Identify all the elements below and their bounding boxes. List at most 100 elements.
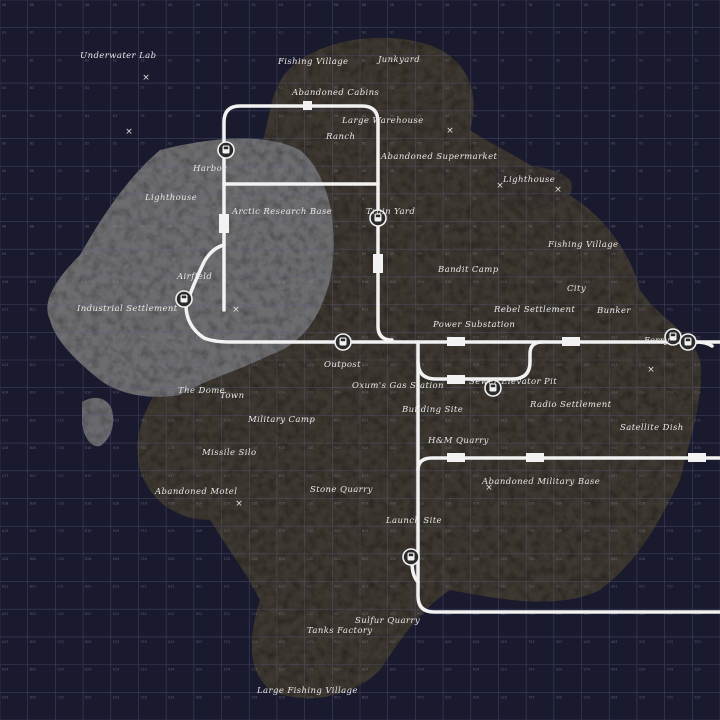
cross-marker-icon[interactable]: × [232,305,240,315]
cross-marker-icon[interactable]: × [446,126,454,136]
train-icon[interactable] [402,548,420,566]
location-label[interactable]: Oxum's Gas Station [352,381,444,391]
location-label[interactable]: Power Substation [432,320,515,330]
location-label[interactable]: Rebel Settlement [493,305,575,315]
train-icon[interactable] [369,209,387,227]
cross-marker-icon[interactable]: × [485,483,493,493]
location-label[interactable]: Large Warehouse [341,116,424,126]
location-label[interactable]: Sulfur Quarry [355,616,420,626]
grid-cell-label: X7 [639,197,643,201]
grid-cell-label: A18 [2,501,8,505]
grid-cell-label: O11 [390,308,396,312]
location-label[interactable]: Arctic Research Base [231,207,332,217]
location-label[interactable]: Abandoned Motel [154,487,237,497]
location-label[interactable]: Abandoned Military Base [481,477,600,487]
grid-cell-label: Y13 [667,363,673,367]
location-label[interactable]: Abandoned Supermarket [380,152,498,162]
location-label[interactable]: Radio Settlement [529,400,612,410]
train-icon-window [181,295,187,299]
cross-marker-icon[interactable]: × [554,185,562,195]
grid-cell-label: M19 [334,529,340,533]
train-icon[interactable] [679,333,697,351]
grid-cell-label: K3 [279,86,283,90]
grid-cell-label: D16 [85,446,91,450]
grid-cell-label: J4 [251,114,255,118]
grid-cell-label: V8 [584,225,588,229]
location-label[interactable]: Stone Quarry [310,485,373,495]
location-label[interactable]: Military Camp [247,415,315,425]
train-icon[interactable] [217,141,235,159]
grid-cell-label: F17 [140,474,146,478]
location-label[interactable]: Satellite Dish [620,423,684,433]
location-label[interactable]: Large Fishing Village [256,686,358,696]
grid-cell-label: B6 [30,169,34,173]
train-icon[interactable] [664,328,682,346]
location-label[interactable]: Abandoned Cabins [291,88,380,98]
grid-cell-label: E12 [113,335,119,339]
train-icon[interactable] [334,333,352,351]
location-label[interactable]: The Dome [178,386,225,396]
grid-cell-label: W10 [611,280,617,284]
location-label[interactable]: Town [220,391,244,401]
grid-cell-label: I0 [224,3,228,7]
train-icon-window [340,338,346,342]
location-label[interactable]: Fishing Village [547,240,618,250]
grid-cell-label: E0 [113,3,117,7]
location-label[interactable]: Bunker [596,306,631,316]
cross-marker-icon[interactable]: × [496,181,504,191]
location-label[interactable]: City [567,284,586,294]
grid-cell-label: F12 [140,335,146,339]
grid-cell-label: M17 [334,474,340,478]
grid-cell-label: X6 [639,169,643,173]
grid-cell-label: V13 [584,363,590,367]
location-label[interactable]: Lighthouse [144,193,197,203]
location-label[interactable]: Airfield [176,272,212,282]
grid-cell-label: S17 [500,474,506,478]
grid-cell-label: R8 [473,225,477,229]
grid-cell-label: D10 [85,280,91,284]
grid-cell-label: L2 [307,58,311,62]
location-label[interactable]: Lighthouse [502,175,555,185]
grid-cell-label: J14 [251,391,257,395]
location-label[interactable]: Ferry [643,336,669,346]
grid-cell-label: I2 [224,58,228,62]
grid-cell-label: N9 [362,252,366,256]
location-label[interactable]: Tanks Factory [307,626,373,636]
location-label[interactable]: Outpost [324,360,361,370]
location-label[interactable]: Ranch [325,132,355,142]
grid-cell-label: L0 [307,3,311,7]
grid-cell-label: L11 [307,308,313,312]
train-icon[interactable] [484,379,502,397]
location-label[interactable]: Launch Site [385,516,442,526]
location-label[interactable]: Harbor [192,164,227,174]
cross-marker-icon[interactable]: × [235,499,243,509]
location-label[interactable]: Industrial Settlement [76,304,178,314]
cross-marker-icon[interactable]: × [125,127,133,137]
grid-cell-label: K2 [279,58,283,62]
grid-cell-label: P16 [417,446,423,450]
location-label[interactable]: H&M Quarry [427,436,489,446]
location-label[interactable]: Junkyard [376,55,420,65]
location-label[interactable]: Fishing Village [277,57,348,67]
grid-cell-label: K10 [279,280,285,284]
location-label[interactable]: Building Site [401,405,463,415]
grid-cell-label: N22 [362,612,368,616]
grid-cell-label: O25 [390,695,396,699]
grid-cell-label: R4 [473,114,477,118]
train-icon-window [490,384,496,388]
cross-marker-icon[interactable]: × [647,365,655,375]
location-label[interactable]: Sewer Elevator Pit [469,377,557,387]
grid-cell-label: Y17 [667,474,673,478]
location-label[interactable]: Train Yard [366,207,415,217]
cross-marker-icon[interactable]: × [142,73,150,83]
train-icon[interactable] [175,290,193,308]
grid-cell-label: L18 [307,501,313,505]
location-label[interactable]: Underwater Lab [80,51,156,61]
grid-cell-label: B12 [30,335,36,339]
location-label[interactable]: Bandit Camp [437,265,499,275]
grid-cell-label: E8 [113,225,117,229]
grid-cell-label: E6 [113,169,117,173]
location-label[interactable]: Missile Silo [201,448,257,458]
grid-cell-label: E22 [113,612,119,616]
